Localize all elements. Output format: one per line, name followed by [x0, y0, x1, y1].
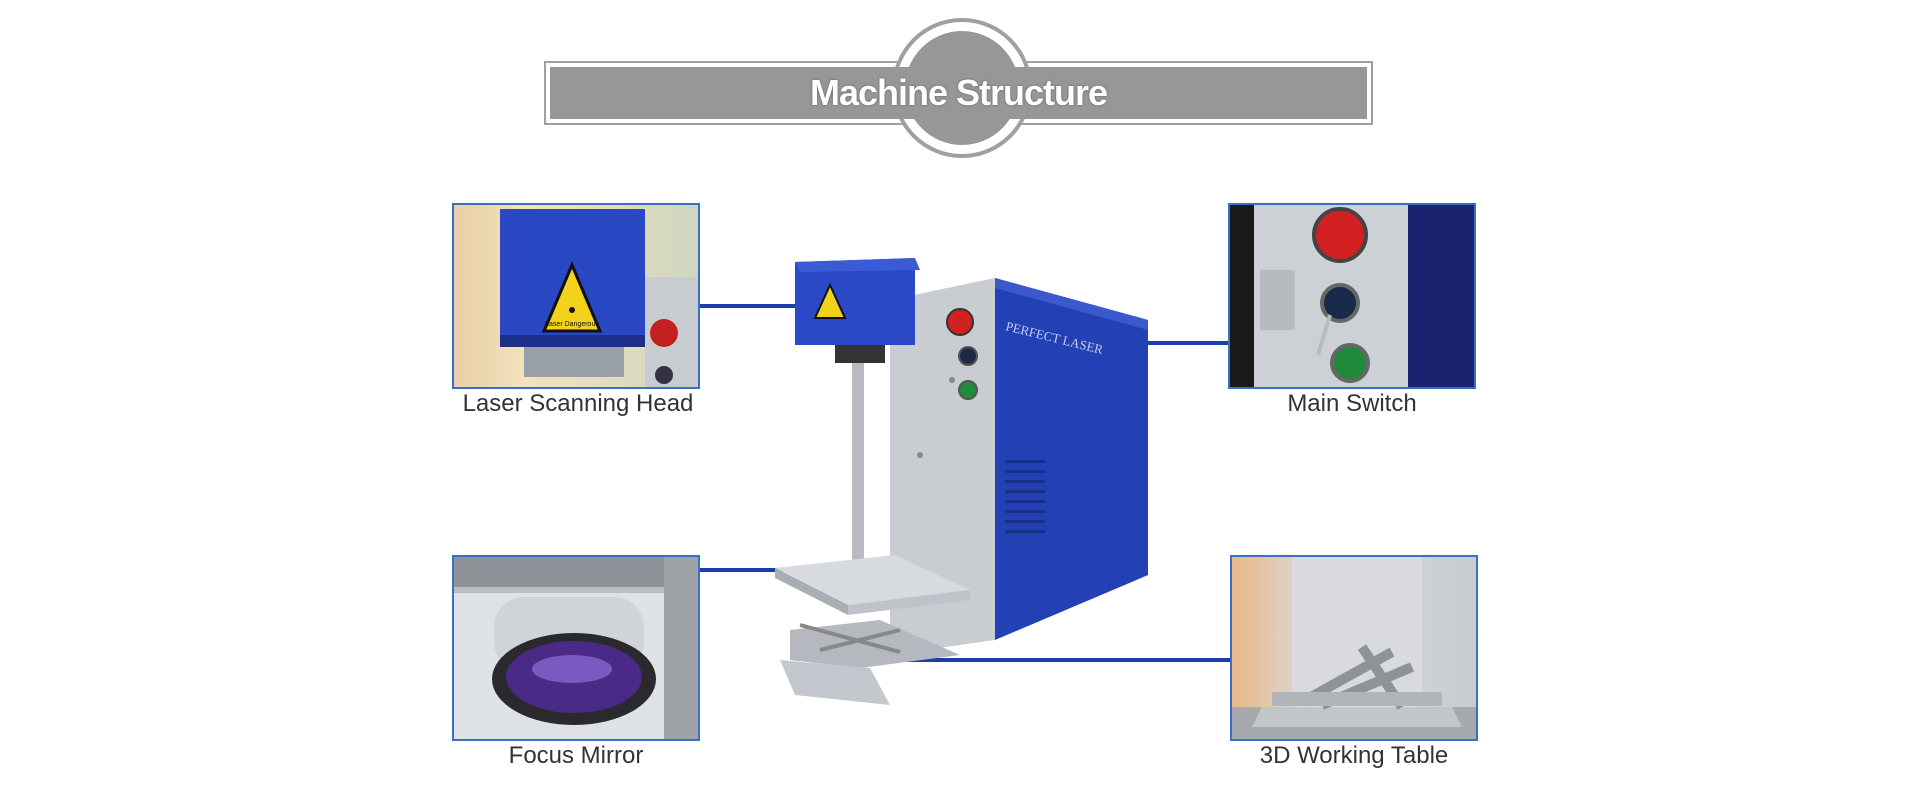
- scan-head: [795, 258, 920, 363]
- caption-scan-head: Laser Scanning Head: [462, 390, 694, 417]
- green-button-icon: [958, 380, 978, 400]
- photo-scan-head: Laser Dangerous: [452, 203, 700, 389]
- laser-cabinet: PERFECT LASER: [890, 278, 1148, 655]
- lift-column: [852, 355, 864, 585]
- photo-working-table: [1230, 555, 1478, 741]
- working-table: [775, 555, 970, 705]
- emergency-stop-icon: [946, 308, 974, 336]
- caption-focus-mirror: Focus Mirror: [508, 742, 644, 769]
- warning-label: Laser Dangerous: [545, 321, 599, 328]
- photo-main-switch: [1228, 203, 1476, 389]
- key-switch-icon: [958, 346, 978, 366]
- photo-focus-mirror: [452, 555, 700, 741]
- caption-working-table: 3D Working Table: [1259, 742, 1449, 769]
- caption-main-switch: Main Switch: [1287, 390, 1417, 417]
- page-title: Machine Structure: [809, 72, 1108, 113]
